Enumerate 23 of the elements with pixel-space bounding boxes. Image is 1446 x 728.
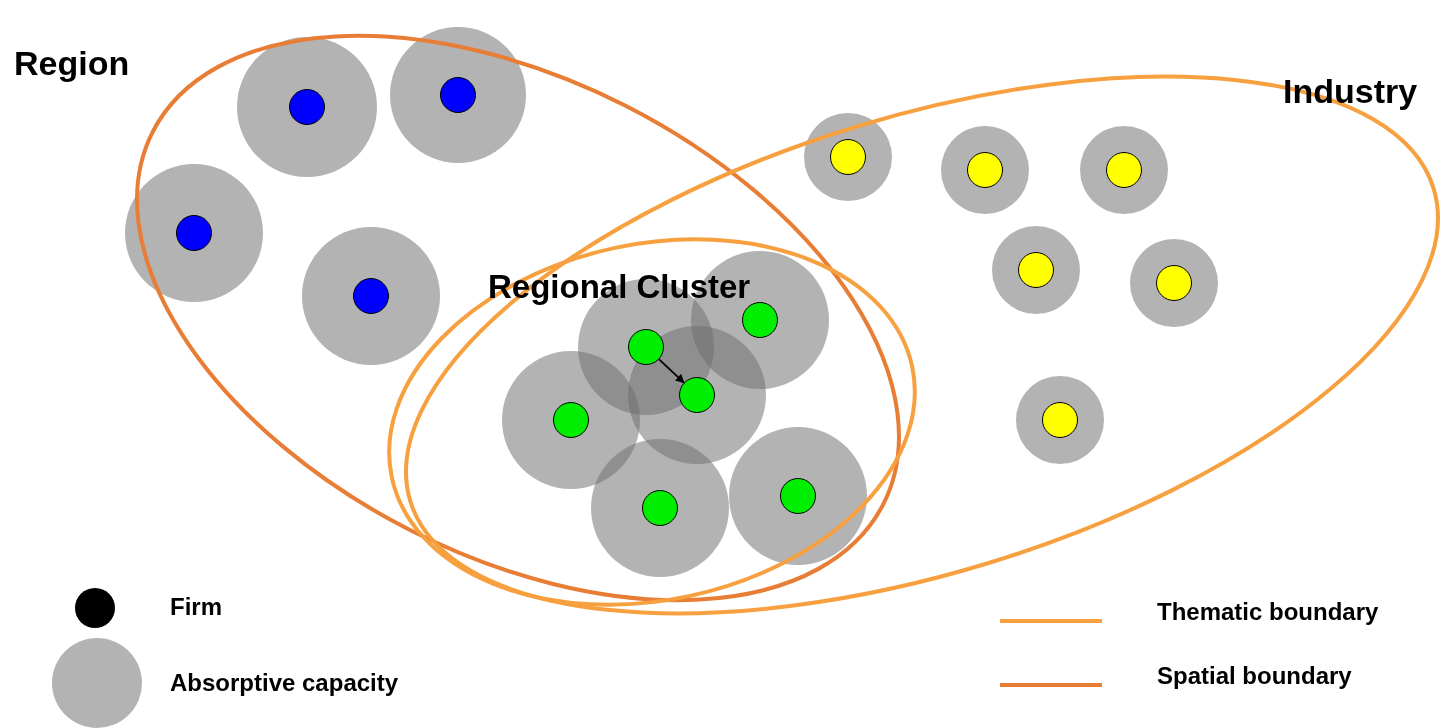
firm-dot [353,278,389,314]
group-label: Industry [1283,72,1418,111]
firm-dot [642,490,678,526]
legend-label: Absorptive capacity [170,669,399,697]
firm-dot [780,478,816,514]
firm-dot [742,302,778,338]
firm-dot [289,89,325,125]
firm-dot [830,139,866,175]
legend-label: Thematic boundary [1157,598,1379,626]
firm-dot [1042,402,1078,438]
group-label: Region [14,44,130,83]
firm-dot [679,377,715,413]
legend-label: Firm [170,593,222,621]
firm-dot [1156,265,1192,301]
firm-dot [553,402,589,438]
firm-dot [967,152,1003,188]
firm-dot [628,329,664,365]
firm-dot [440,77,476,113]
firm-dot [1018,252,1054,288]
firm-dot [176,215,212,251]
arrow [658,358,685,384]
firm-dot [1106,152,1142,188]
legend-label: Spatial boundary [1157,662,1352,690]
